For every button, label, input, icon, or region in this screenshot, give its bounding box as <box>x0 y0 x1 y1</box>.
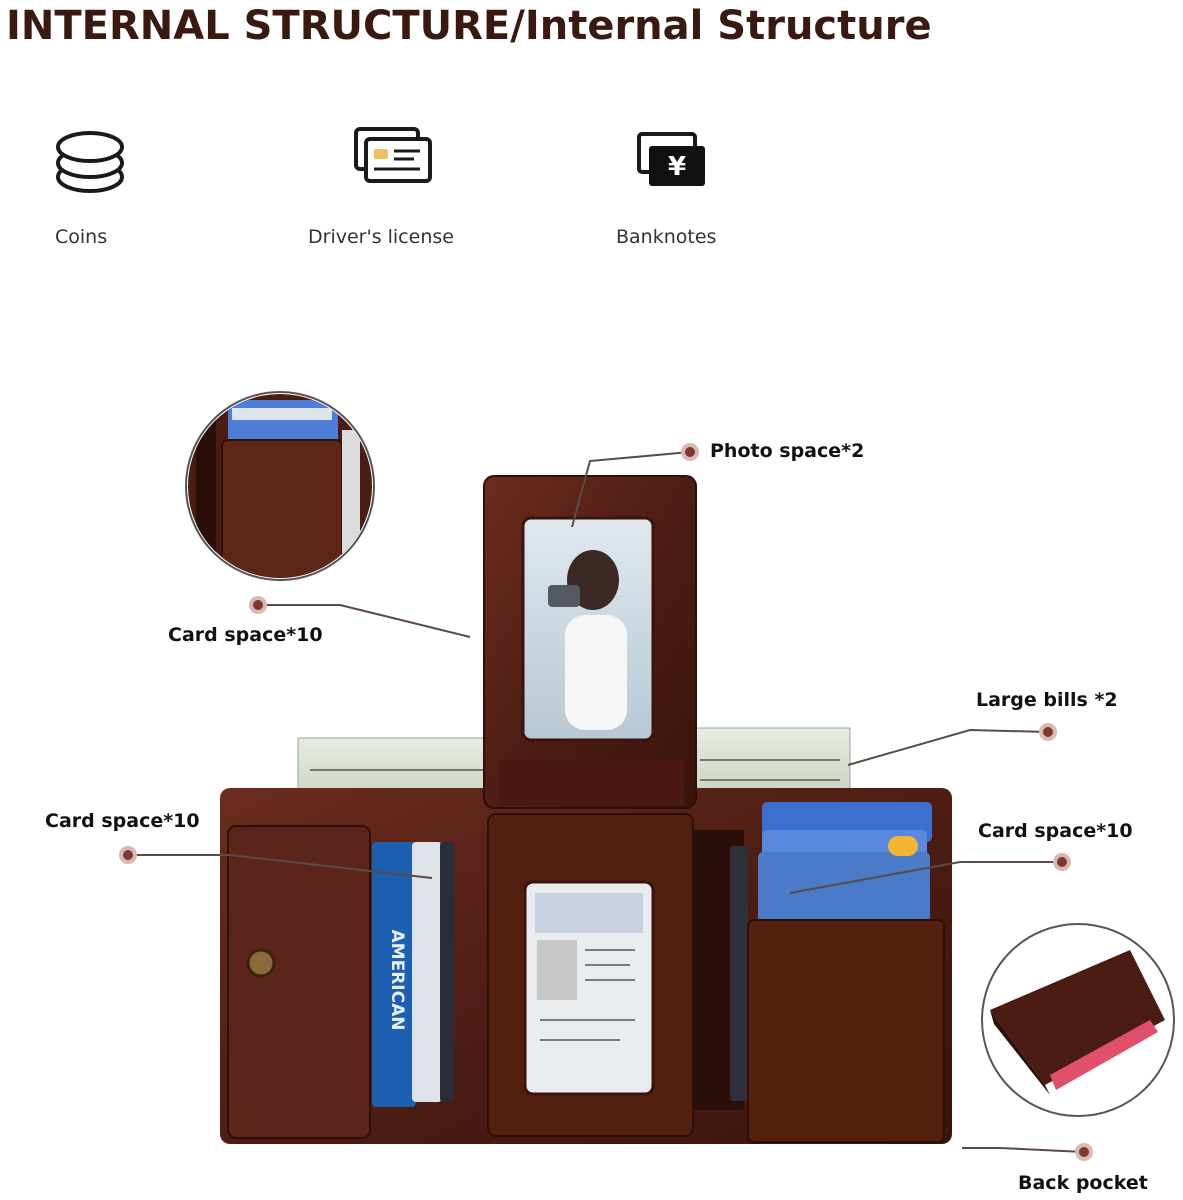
inset-card-slots <box>185 391 375 581</box>
card-left-blue <box>372 842 416 1107</box>
card-left-white <box>412 842 442 1102</box>
svg-text:AMERICAN: AMERICAN <box>387 930 407 1031</box>
banknote-yen-icon: ¥ <box>637 132 705 186</box>
callout-card-space-top: Card space*10 <box>168 624 323 646</box>
left-panel <box>227 825 371 1139</box>
callout-large-bills: Large bills *2 <box>976 689 1118 711</box>
callout-dot-card-right <box>1053 853 1071 871</box>
callout-photo-space: Photo space*2 <box>710 440 865 462</box>
page-title: INTERNAL STRUCTURE/Internal Structure <box>6 3 932 49</box>
feature-label-coins: Coins <box>55 226 108 248</box>
callout-dot-bills <box>1039 723 1057 741</box>
feature-label-drivers-license: Driver's license <box>308 226 454 248</box>
inset-back-pocket <box>981 923 1175 1117</box>
callout-card-space-right: Card space*10 <box>978 820 1133 842</box>
coins-icon <box>56 131 124 193</box>
callout-card-space-left: Card space*10 <box>45 810 200 832</box>
callout-dot-card-left <box>119 846 137 864</box>
snap-button <box>246 948 276 978</box>
callout-dot-back-pocket <box>1075 1143 1093 1161</box>
svg-text:¥: ¥ <box>668 152 686 182</box>
id-card-icon <box>354 127 432 183</box>
callout-dot-card-top <box>249 596 267 614</box>
right-pocket <box>747 919 945 1143</box>
callout-dot-photo <box>681 443 699 461</box>
callout-back-pocket: Back pocket <box>1018 1172 1148 1194</box>
feature-label-banknotes: Banknotes <box>616 226 717 248</box>
